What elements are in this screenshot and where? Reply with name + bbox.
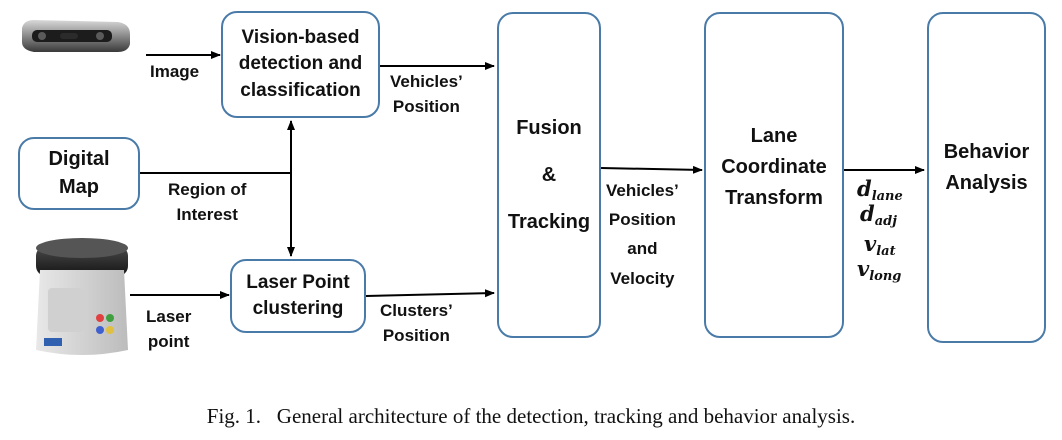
var-v-lat-base: v [864,231,877,256]
fusion-box-line-2: & [541,163,557,186]
clusters-position-label-line-2: Position [382,325,450,345]
fusion-tracking-box: Fusion & Tracking [497,12,601,338]
vision-box-line-3: classification [240,79,361,101]
var-d-lane-sub: lane [871,189,903,204]
vision-detection-box: Vision-based detection and classificatio… [221,11,380,118]
clusters-position-label-line-1: Clusters’ [380,301,453,320]
var-d-lane: dlane [857,178,903,203]
vpv-label-line-3: and [627,239,658,259]
behavior-box-line-2: Analysis [945,171,1028,194]
laser-box-line-1: Laser Point [246,271,350,293]
digital-map-line-1: Digital [48,147,110,170]
vehicles-position-label-line-2: Position [392,96,460,116]
var-v-long: vlong [857,258,901,283]
image-label: Image [150,62,200,81]
roi-label-line-1: Region of [168,180,247,199]
fusion-box-line-3: Tracking [507,210,591,233]
vehicles-position-velocity-label: Vehicles’ Position and Velocity [606,176,679,293]
laser-point-label-line-2: point [147,331,190,351]
arrow-clustering-to-fusion [365,289,495,298]
clusters-position-label: Clusters’ Position [380,299,453,348]
fusion-box-line-1: Fusion [516,116,582,139]
vision-box-line-2: detection and [238,53,363,75]
var-d-adj-base: d [860,201,875,226]
roi-label-line-2: Interest [176,204,238,224]
laser-point-label-line-1: Laser [146,307,192,326]
vehicles-position-label: Vehicles’ Position [390,70,463,119]
lane-box-line-2: Coordinate [721,155,827,178]
digital-map-line-2: Map [59,175,99,198]
var-d-lane-base: d [857,176,872,201]
laser-box-line-2: clustering [252,298,344,319]
digital-map-box: Digital Map [18,137,140,210]
arrow-fusion-to-lane [600,165,703,174]
behavior-box-line-1: Behavior [943,140,1030,163]
lane-box-line-1: Lane [750,124,798,147]
region-of-interest-label: Region of Interest [168,178,246,227]
lane-box-line-3: Transform [725,186,823,209]
var-v-long-base: v [857,256,870,281]
vehicles-position-label-line-1: Vehicles’ [390,72,463,91]
var-v-long-sub: long [869,269,902,284]
behavior-analysis-box: Behavior Analysis [927,12,1046,343]
vpv-label-line-2: Position [608,210,676,230]
var-v-lat: vlat [864,233,896,258]
var-d-adj-sub: adj [874,214,897,229]
vpv-label-line-4: Velocity [610,268,675,288]
laser-clustering-box: Laser Point clustering [230,259,366,333]
laser-scanner-icon [36,238,128,355]
var-d-adj: dadj [860,203,897,228]
laser-point-label: Laser point [146,305,191,354]
stereo-camera-icon [22,20,130,52]
vpv-label-line-1: Vehicles’ [606,181,679,200]
lane-transform-box: Lane Coordinate Transform [704,12,844,338]
var-v-lat-sub: lat [876,244,896,259]
figure-caption: Fig. 1. General architecture of the dete… [206,404,856,428]
vision-box-line-1: Vision-based [241,27,360,49]
